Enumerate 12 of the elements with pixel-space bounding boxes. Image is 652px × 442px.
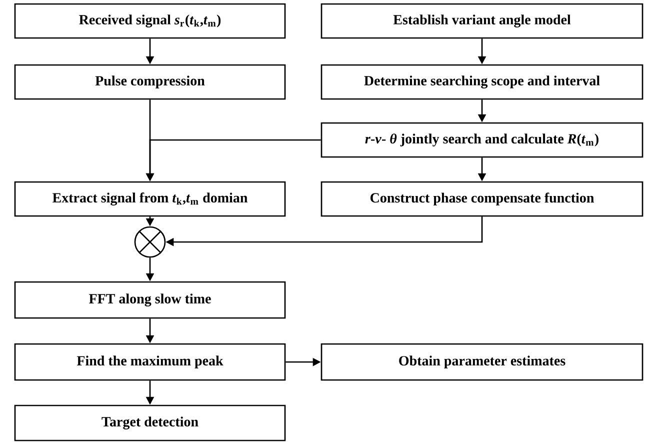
process-box: Obtain parameter estimates <box>320 343 644 381</box>
process-box: FFT along slow time <box>14 281 286 319</box>
process-box: Pulse compression <box>14 64 286 100</box>
process-box: Establish variant angle model <box>320 3 644 39</box>
multiplier-circle <box>134 226 166 258</box>
process-box: Extract signal from t$_{k}$,t$_{m}$ domian <box>14 181 286 217</box>
process-box: Construct phase compensate function <box>320 181 644 217</box>
process-box: Determine searching scope and interval <box>320 64 644 100</box>
process-box: Target detection <box>14 404 286 442</box>
process-box: Received signal s$_{r}$(t$_{k}$,t$_{m}$) <box>14 3 286 39</box>
process-box: r-v- θ jointly search and calculate R(t$_{m}$) <box>320 122 644 158</box>
process-box: Find the maximum peak <box>14 343 286 381</box>
